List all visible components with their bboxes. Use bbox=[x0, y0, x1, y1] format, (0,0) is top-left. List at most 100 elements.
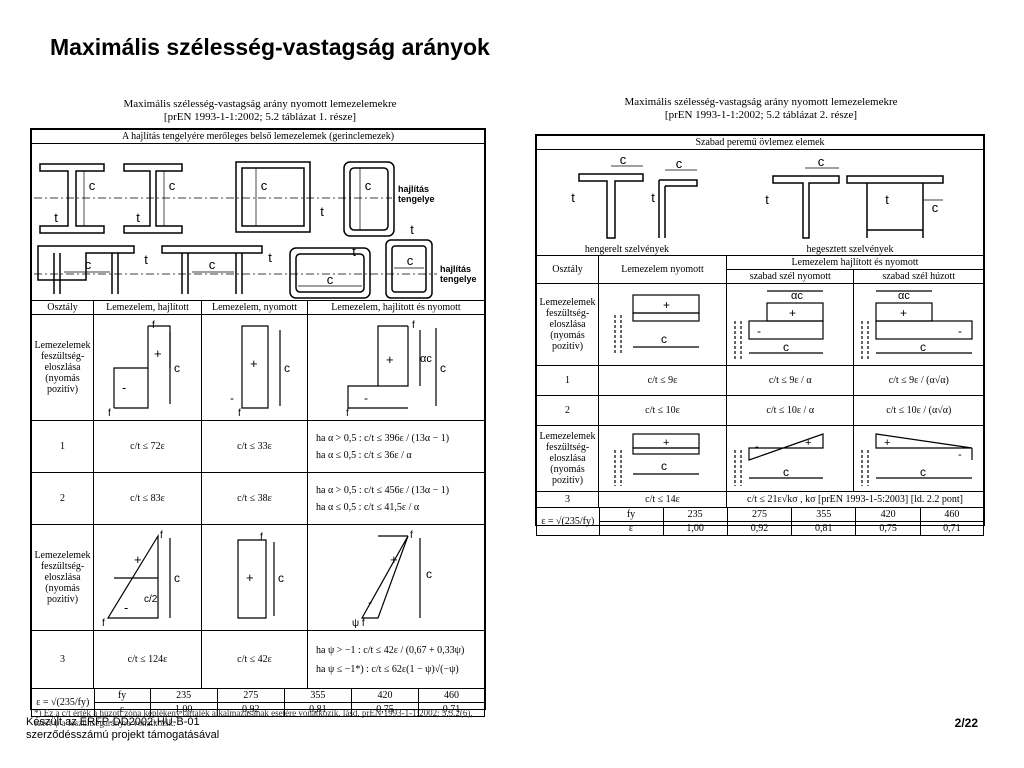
left-cross-sections: c c c c c c c c t t t t t t t bbox=[31, 143, 485, 301]
right-table: Szabad peremű övlemez elemek bbox=[535, 134, 985, 536]
svg-text:c: c bbox=[174, 571, 180, 585]
right-class2-comp: c/t ≤ 10ε bbox=[598, 395, 727, 426]
footer-line1: Készült az ERFP-DD2002-HU-B-01 bbox=[26, 716, 200, 728]
svg-text:c: c bbox=[818, 154, 825, 169]
left-table-caption: Maximális szélesség-vastagság arány nyom… bbox=[34, 98, 486, 124]
svg-text:+: + bbox=[390, 552, 398, 567]
left-dist-label: Lemezelemek feszültség-eloszlása (nyomás… bbox=[31, 314, 94, 421]
svg-text:c: c bbox=[278, 571, 284, 585]
left-steel-460: 460 bbox=[418, 689, 484, 703]
right-class1-comp: c/t ≤ 9ε bbox=[598, 365, 727, 396]
svg-text:c: c bbox=[407, 253, 414, 268]
svg-text:+: + bbox=[386, 352, 394, 367]
svg-text:c: c bbox=[920, 340, 926, 354]
right-class3-both: c/t ≤ 21ε√kσ , kσ [prEN 1993-1-5:2003] [… bbox=[726, 491, 984, 508]
right-dist-comp-2: + c bbox=[598, 425, 727, 492]
right-header-free-comp: szabad szél nyomott bbox=[725, 269, 855, 284]
svg-text:-: - bbox=[958, 324, 962, 338]
left-steel-275: 275 bbox=[216, 689, 285, 703]
right-eps-1: 1,00 bbox=[662, 521, 728, 535]
svg-text:t: t bbox=[54, 210, 58, 225]
svg-text:f: f bbox=[152, 320, 155, 331]
svg-text:-: - bbox=[364, 391, 368, 405]
right-dist-free-tens-2: + - c bbox=[853, 425, 984, 492]
left-class3-both-a: ha ψ > −1 : c/t ≤ 42ε / (0,67 + 0,33ψ) bbox=[316, 644, 465, 656]
svg-text:-: - bbox=[122, 380, 126, 395]
rolled-sections-label: hengerelt szelvények bbox=[584, 244, 670, 255]
left-class1-label: 1 bbox=[31, 420, 94, 473]
svg-text:t: t bbox=[885, 192, 889, 207]
left-dist-comp-2: + c f bbox=[201, 524, 308, 631]
left-steel-235: 235 bbox=[149, 689, 218, 703]
right-class3-label: 3 bbox=[536, 491, 599, 508]
right-header-free-tens: szabad szél húzott bbox=[853, 269, 984, 284]
svg-text:c: c bbox=[174, 361, 180, 375]
right-steel-355: 355 bbox=[791, 508, 857, 522]
svg-text:+: + bbox=[663, 298, 670, 312]
psi-fy-label: ψ f bbox=[352, 618, 365, 629]
footer-line2: szerződésszámú projekt támogatásával bbox=[26, 729, 220, 741]
svg-text:+: + bbox=[154, 346, 162, 361]
right-class2-label: 2 bbox=[536, 395, 599, 426]
svg-text:t: t bbox=[320, 204, 324, 219]
right-steel-label: fy bbox=[598, 508, 664, 522]
left-class1-bend: c/t ≤ 72ε bbox=[93, 420, 202, 473]
svg-text:-: - bbox=[230, 391, 234, 405]
left-footnote: *) Ez a c/t érték a húzott zóna képléken… bbox=[34, 708, 473, 728]
right-steel-460: 460 bbox=[919, 508, 983, 522]
dim-c-label: c bbox=[89, 178, 96, 193]
svg-text:c: c bbox=[920, 465, 926, 479]
svg-text:+: + bbox=[900, 306, 907, 320]
right-class2-free-tens: c/t ≤ 10ε / (α√α) bbox=[853, 395, 984, 426]
flange-cross-section-drawings: c c c c t t t t bbox=[571, 152, 944, 239]
svg-text:c: c bbox=[365, 178, 372, 193]
right-eps-2: 0,92 bbox=[726, 521, 793, 535]
svg-text:c: c bbox=[426, 567, 432, 581]
right-dist-label-2: Lemezelemek feszültség-eloszlása (nyomás… bbox=[536, 425, 599, 492]
svg-text:c: c bbox=[261, 178, 268, 193]
right-caption-line1: Maximális szélesség-vastagság arány nyom… bbox=[624, 96, 898, 108]
left-class2-bend: c/t ≤ 83ε bbox=[93, 472, 202, 525]
left-eps-formula: ε = √(235/fy) bbox=[32, 689, 95, 716]
left-dist-both-2: + - c f ψ f bbox=[307, 524, 485, 631]
svg-text:f: f bbox=[108, 408, 111, 419]
svg-text:f: f bbox=[346, 408, 349, 419]
left-caption-line1: Maximális szélesség-vastagság arány nyom… bbox=[123, 98, 397, 110]
svg-text:c: c bbox=[661, 459, 667, 473]
right-eps-label: ε bbox=[598, 521, 664, 535]
svg-text:-: - bbox=[757, 324, 761, 338]
right-section-title: Szabad peremű övlemez elemek bbox=[536, 135, 984, 150]
svg-text:c: c bbox=[209, 257, 216, 272]
left-dist-both: + - αc c f f bbox=[307, 314, 485, 421]
svg-text:+: + bbox=[246, 570, 254, 585]
left-class2-both-b: ha α ≤ 0,5 : c/t ≤ 41,5ε / α bbox=[316, 501, 420, 513]
page-title: Maximális szélesség-vastagság arányok bbox=[50, 34, 490, 60]
right-dist-free-tens: αc + - c bbox=[853, 283, 984, 366]
svg-text:tengelye: tengelye bbox=[440, 274, 477, 284]
welded-sections-label: hegesztett szelvények bbox=[806, 244, 894, 255]
right-eps-formula: ε = √(235/fy) bbox=[537, 508, 600, 535]
left-header-class: Osztály bbox=[31, 300, 94, 315]
svg-text:t: t bbox=[651, 190, 655, 205]
left-header-comp: Lemezelem, nyomott bbox=[201, 300, 308, 315]
svg-text:-: - bbox=[958, 449, 962, 461]
half-c-label: c/2 bbox=[144, 594, 158, 605]
right-dist-free-comp: αc + - c bbox=[725, 283, 855, 366]
axis-label-left-2: tengelye bbox=[398, 194, 435, 204]
right-cross-sections: c c c c t t t t hengerelt szelvények heg… bbox=[536, 149, 984, 256]
right-header-comp: Lemezelem nyomott bbox=[598, 255, 727, 284]
right-caption-line2: [prEN 1993-1-1:2002; 5.2 táblázat 2. rés… bbox=[664, 109, 858, 121]
alpha-c-label: αc bbox=[420, 353, 432, 365]
footer-credit: Készült az ERFP-DD2002-HU-B-01 szerződés… bbox=[26, 716, 219, 742]
svg-text:c: c bbox=[783, 465, 789, 479]
right-class1-label: 1 bbox=[536, 365, 599, 396]
right-eps-3: 0,81 bbox=[791, 521, 857, 535]
right-class3-comp: c/t ≤ 14ε bbox=[598, 491, 727, 508]
right-dist-comp: + c bbox=[598, 283, 727, 366]
svg-text:c: c bbox=[932, 200, 939, 215]
left-table: A hajlítás tengelyére merőleges belső le… bbox=[30, 128, 486, 717]
svg-text:-: - bbox=[755, 441, 759, 453]
svg-text:f: f bbox=[410, 530, 413, 541]
right-steel-275: 275 bbox=[726, 508, 793, 522]
left-dist-comp: + c - f bbox=[201, 314, 308, 421]
